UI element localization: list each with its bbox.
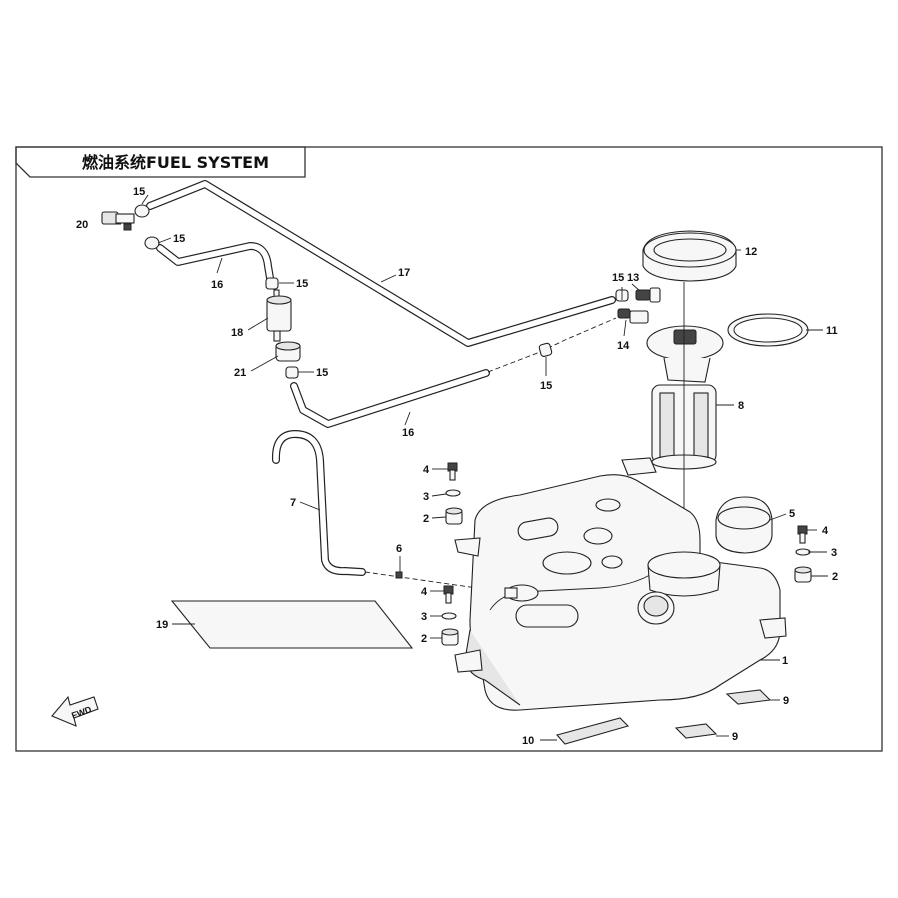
callout-1: 1 [782,655,788,667]
mount-stack-right [794,525,812,583]
callout-15: 15 [296,278,308,290]
hose-clip-6 [395,571,403,579]
callout-6: 6 [396,543,402,555]
callout-9: 9 [732,731,738,743]
callout-18: 18 [231,327,243,339]
callout-10: 10 [522,735,534,747]
fuel-hose-16-upper [156,242,274,282]
callout-15: 15 [173,233,185,245]
callout-20: 20 [76,219,88,231]
callout-leaders [103,194,828,741]
callout-12: 12 [745,246,757,258]
label-10 [555,717,630,745]
callout-4: 4 [822,525,829,537]
page-title: 燃油系统FUEL SYSTEM [82,153,269,172]
lock-ring-12 [642,230,737,282]
fuel-hose-17 [146,180,616,347]
callout-15: 15 [540,380,552,392]
hose-clamp-15a [134,204,150,218]
fuel-filter-18 [266,289,292,342]
vent-hose-7 [271,430,366,576]
callout-3: 3 [421,611,427,623]
quick-connector-13 [635,287,661,303]
forward-direction-arrow: FWD [51,695,99,727]
callout-14: 14 [617,340,630,352]
mount-stack-left-upper [445,462,463,525]
hose-clamp-15e [538,342,553,357]
fuel-tank-1 [454,474,787,711]
filter-bracket-21 [275,341,301,362]
fuel-pump-assembly-8 [621,325,724,476]
pump-gasket-11 [727,313,809,347]
callout-21: 21 [234,367,246,379]
fuel-hose-16-lower [290,369,490,428]
callout-13: 13 [627,272,639,284]
callout-15: 15 [316,367,328,379]
callout-3: 3 [423,491,429,503]
hose-clamp-15d [285,366,299,379]
callout-8: 8 [738,400,744,412]
quick-connector-14 [617,308,649,324]
fitting-20 [101,211,135,231]
callout-7: 7 [290,497,296,509]
label-9a [725,689,772,705]
label-9b [674,723,718,739]
fuel-cap-5 [715,496,773,554]
callout-15: 15 [612,272,624,284]
callout-3: 3 [831,547,837,559]
callout-4: 4 [423,464,430,476]
callout-2: 2 [423,513,429,525]
callout-11: 11 [826,325,838,337]
callout-15: 15 [133,186,145,198]
callout-5: 5 [789,508,795,520]
warning-label-19 [170,600,414,649]
mount-stack-left-lower [441,585,459,646]
callout-16: 16 [211,279,223,291]
hose-clamp-15c [265,277,279,290]
title-box: 燃油系统FUEL SYSTEM [15,146,306,178]
diagram-frame [15,146,883,752]
callout-17: 17 [398,267,410,279]
hose-clamp-15b [144,236,160,250]
callout-9: 9 [783,695,789,707]
callout-numbers: 1 2 2 2 3 3 3 4 4 4 5 6 7 8 9 9 10 11 12… [76,186,838,747]
callout-2: 2 [421,633,427,645]
callout-4: 4 [421,586,428,598]
callout-19: 19 [156,619,168,631]
callout-16: 16 [402,427,414,439]
callout-2: 2 [832,571,838,583]
